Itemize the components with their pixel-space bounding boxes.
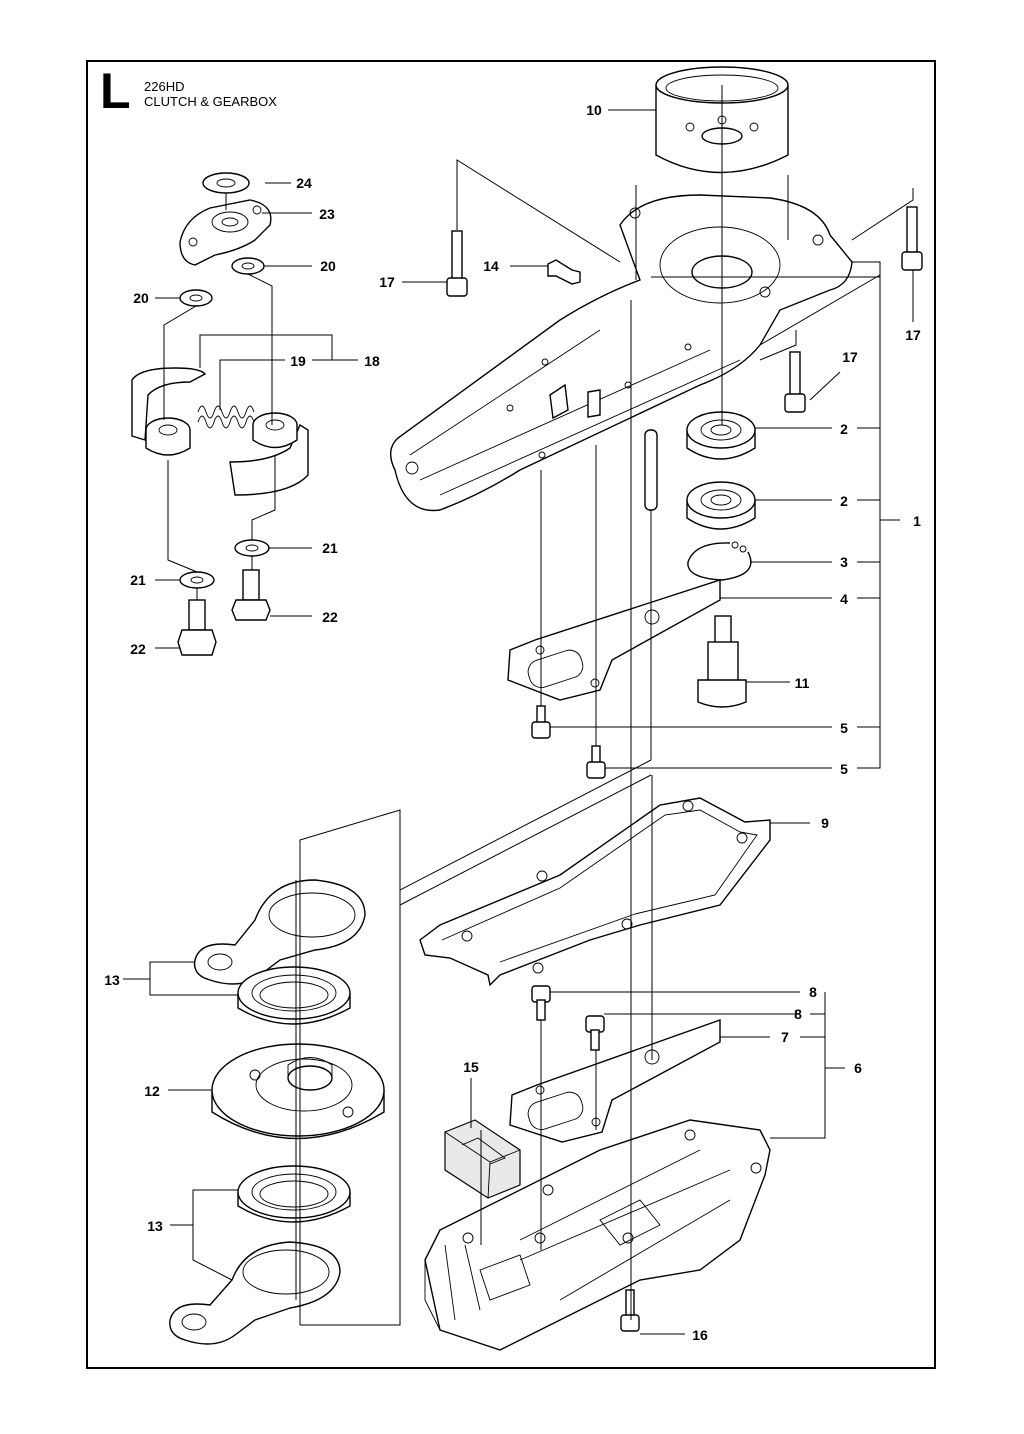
large-gasket-part: [419, 797, 771, 987]
diagram-frame: [86, 60, 936, 1369]
callout-21-right: 21: [322, 540, 338, 556]
bolt-part: [231, 569, 271, 621]
callout-21-left: 21: [130, 572, 146, 588]
callout-2-lower: 2: [840, 493, 848, 509]
clutch-hub-part: [179, 199, 272, 266]
screw-part: [784, 351, 806, 413]
callout-5-upper: 5: [840, 720, 848, 736]
callout-13-upper: 13: [104, 972, 120, 988]
callout-17-middle: 17: [842, 349, 858, 365]
callout-leaders: [123, 109, 914, 1335]
clutch-shoe-part: [131, 367, 207, 456]
grease-nipple-part: [547, 259, 581, 285]
callout-17-left: 17: [379, 274, 395, 290]
callout-8-lower: 8: [794, 1006, 802, 1022]
bearing-part: [237, 966, 351, 1025]
gearbox-housing-part: [390, 194, 853, 512]
callout-8-upper: 8: [809, 984, 817, 1000]
bearing-part: [237, 1165, 351, 1223]
clutch-shoe-part: [229, 412, 309, 496]
model-name: 226HD: [144, 79, 185, 94]
callout-6: 6: [854, 1060, 862, 1076]
callout-12: 12: [144, 1083, 160, 1099]
bearing-holder-part: [169, 1241, 341, 1345]
callout-1: 1: [913, 513, 921, 529]
gasket-part: [507, 579, 721, 701]
callout-11: 11: [795, 675, 810, 691]
shaft-part: [697, 615, 747, 708]
gearbox-cover-part: [424, 1119, 771, 1351]
washer-part: [231, 257, 265, 275]
callout-24: 24: [296, 175, 312, 191]
callout-19: 19: [290, 353, 306, 369]
callout-3: 3: [840, 554, 848, 570]
callout-13-lower: 13: [147, 1218, 163, 1234]
screw-part: [901, 206, 923, 271]
bearing-holder-part: [193, 879, 366, 985]
section-letter: L: [100, 63, 131, 119]
callout-20-left: 20: [133, 290, 149, 306]
callout-5-lower: 5: [840, 761, 848, 777]
screw-part: [620, 1289, 640, 1332]
bearing-part: [686, 411, 756, 460]
callout-20-right: 20: [320, 258, 336, 274]
callout-2-upper: 2: [840, 421, 848, 437]
washer-part: [234, 539, 270, 557]
callout-9: 9: [821, 815, 829, 831]
callout-7: 7: [781, 1029, 789, 1045]
callout-22-left: 22: [130, 641, 146, 657]
callout-23: 23: [319, 206, 335, 222]
screw-part: [446, 230, 468, 297]
washer-part: [202, 172, 250, 194]
washer-part: [179, 571, 215, 589]
screw-part: [585, 1015, 605, 1051]
circlip-part: [687, 541, 752, 581]
callout-14: 14: [483, 258, 499, 274]
screw-part: [531, 705, 551, 739]
bolt-part: [177, 599, 217, 656]
screw-part: [531, 985, 551, 1021]
callout-4: 4: [840, 591, 848, 607]
callout-15: 15: [463, 1059, 479, 1075]
callout-10: 10: [586, 102, 602, 118]
spring-part: [197, 405, 255, 429]
diagram-title: CLUTCH & GEARBOX: [144, 94, 277, 109]
callout-labels: 10 24 23 20 20 14 17 19 18 17 17 2 2 1 3…: [104, 102, 921, 1343]
callout-22-right: 22: [322, 609, 338, 625]
washer-part: [179, 289, 213, 307]
assembly-lines: [163, 85, 914, 1326]
callout-18: 18: [364, 353, 380, 369]
screw-part: [586, 745, 606, 779]
damper-block-part: [444, 1119, 521, 1199]
gear-part: [211, 1043, 385, 1140]
bearing-part: [686, 481, 756, 530]
callout-16: 16: [692, 1327, 708, 1343]
pin-part: [644, 429, 658, 511]
callout-17-right: 17: [905, 327, 921, 343]
